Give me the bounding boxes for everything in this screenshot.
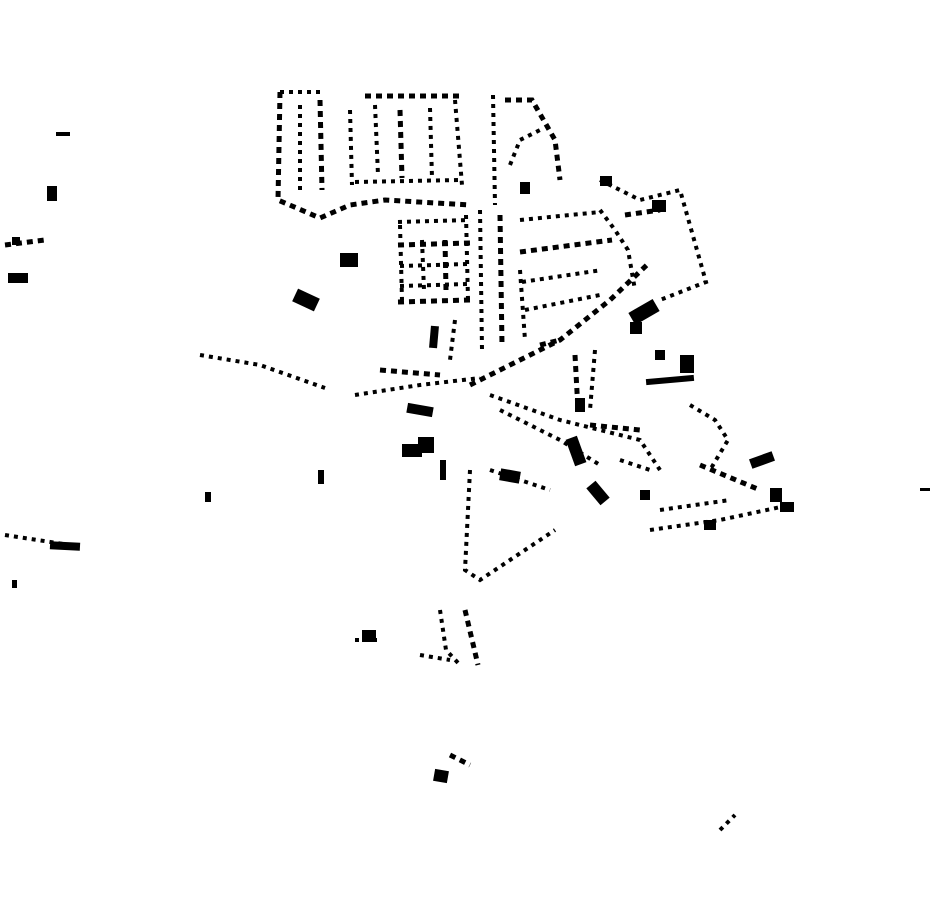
building-footprint	[920, 488, 930, 491]
building-row	[519, 210, 601, 222]
building-footprint	[406, 402, 434, 418]
building-footprint	[12, 237, 20, 245]
building-row	[397, 109, 405, 179]
building-row	[624, 207, 661, 218]
building-row	[588, 349, 597, 411]
building-rows	[4, 90, 791, 832]
building-row	[519, 237, 613, 255]
building-row	[399, 282, 469, 288]
building-row	[354, 376, 481, 397]
building-footprint	[749, 451, 775, 469]
building-footprint	[704, 520, 716, 530]
building-row	[462, 609, 481, 666]
building-footprint	[292, 288, 320, 312]
building-footprint	[362, 630, 376, 642]
building-footprint	[640, 490, 650, 500]
building-footprint	[402, 444, 422, 457]
building-footprint	[47, 186, 57, 201]
building-row	[599, 178, 709, 302]
building-footprint	[520, 182, 530, 194]
building-footprint	[655, 350, 665, 360]
building-footprint	[49, 541, 81, 551]
building-row	[399, 262, 469, 268]
building-row	[317, 99, 325, 191]
building-row	[505, 97, 563, 181]
building-footprint	[628, 298, 660, 326]
building-row	[397, 218, 471, 224]
building-footprint	[586, 480, 610, 506]
building-footprint	[600, 176, 612, 186]
building-footprint	[8, 273, 28, 283]
building-footprint	[56, 132, 70, 136]
building-footprint	[575, 398, 585, 412]
building-row	[397, 297, 471, 305]
building-row	[518, 269, 527, 341]
building-footprint	[630, 322, 642, 334]
building-row	[4, 237, 46, 248]
building-row	[397, 240, 471, 248]
building-row	[398, 224, 404, 301]
building-row	[649, 503, 791, 532]
building-footprint	[780, 502, 794, 512]
building-row	[468, 260, 652, 388]
building-footprint	[205, 492, 211, 502]
building-footprint	[318, 470, 324, 484]
building-row	[718, 813, 737, 832]
building-footprint	[12, 580, 17, 588]
building-footprint	[770, 488, 782, 502]
building-footprint	[340, 253, 358, 267]
building-row	[428, 107, 434, 179]
building-row	[448, 319, 457, 361]
large-buildings	[8, 132, 930, 784]
building-footprint	[652, 200, 666, 212]
building-row	[489, 393, 662, 472]
building-row	[438, 609, 462, 667]
building-row	[199, 353, 326, 390]
building-row	[275, 91, 471, 221]
building-footprint	[433, 768, 449, 784]
building-footprint	[440, 460, 446, 480]
building-row	[462, 469, 557, 583]
building-row	[524, 293, 601, 312]
building-row	[491, 94, 497, 206]
building-row	[659, 498, 731, 512]
building-row	[448, 752, 472, 768]
building-row	[373, 104, 380, 176]
building-footprint	[680, 355, 694, 373]
building-footprint	[565, 435, 587, 467]
building-row	[589, 422, 641, 433]
building-footprint	[499, 468, 521, 484]
building-row	[539, 337, 561, 348]
building-row	[442, 239, 449, 291]
building-row	[348, 109, 354, 186]
building-footprint	[645, 374, 695, 386]
building-row	[489, 468, 551, 492]
building-footprint	[418, 437, 434, 453]
building-row	[598, 208, 637, 291]
building-footprint	[429, 325, 439, 349]
